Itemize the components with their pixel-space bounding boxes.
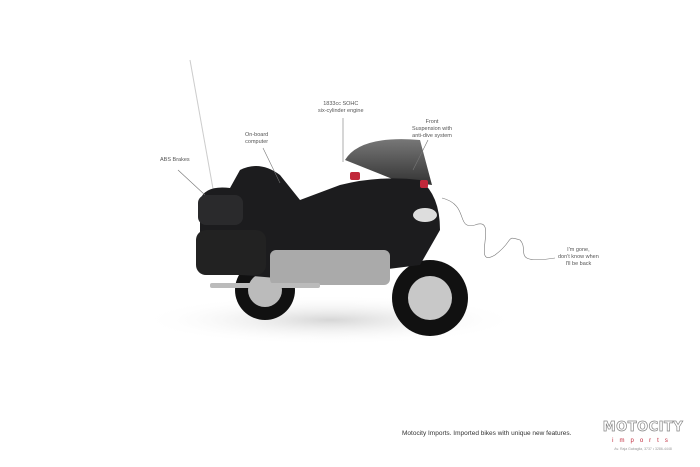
headlight <box>413 208 437 222</box>
turn-signal-left <box>350 172 360 180</box>
squiggle-line <box>441 197 556 261</box>
engine-chrome <box>270 250 390 285</box>
callout-onboard-computer: On-board computer <box>245 132 269 145</box>
logo-address: Av. Raja Gabaglia, 3737 • 3286-4448 <box>614 447 672 451</box>
trunk <box>198 195 243 225</box>
callout-lines <box>177 118 556 261</box>
front-wheel-rim <box>408 276 452 320</box>
motocity-logo: MOTOCITY imports Av. Raja Gabaglia, 3737… <box>598 420 688 452</box>
callout-front-suspension: Front Suspension with anti-dive system <box>412 119 453 139</box>
callout-im-gone: I'm gone, don't know when I'll be back <box>558 247 599 267</box>
logo-main-text: MOTOCITY <box>602 420 684 436</box>
tagline: Motocity Imports. Imported bikes with un… <box>402 430 572 437</box>
windshield <box>345 139 432 185</box>
callout-engine: 1833cc SOHC six-cylinder engine <box>318 101 364 114</box>
turn-signal-right <box>420 180 428 188</box>
exhaust <box>210 283 320 288</box>
logo-sub-text: imports <box>612 438 674 444</box>
saddlebag <box>196 230 266 275</box>
antenna <box>189 59 216 201</box>
callout-abs-brakes: ABS Brakes <box>160 157 190 163</box>
